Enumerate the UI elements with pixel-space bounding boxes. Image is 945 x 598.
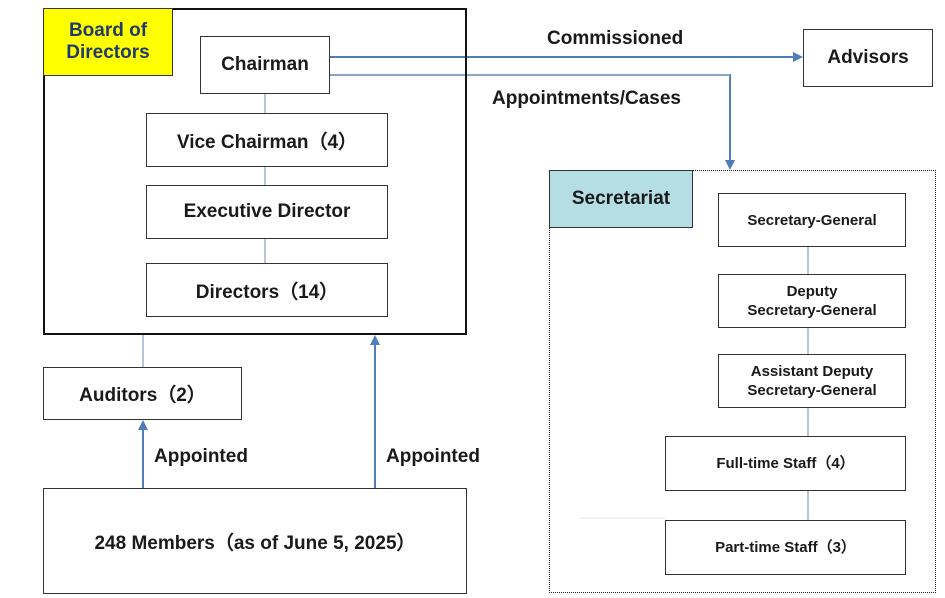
deputy-secretary-general-box: Deputy Secretary-General — [718, 274, 906, 328]
members-box: 248 Members（as of June 5, 2025） — [43, 488, 467, 594]
appointed-board-label: Appointed — [386, 446, 480, 467]
board-of-directors-frame — [43, 8, 467, 335]
advisors-box: Advisors — [803, 29, 933, 87]
chairman-box: Chairman — [200, 36, 330, 94]
executive-director-box: Executive Director — [146, 185, 388, 239]
part-time-staff-box: Part-time Staff（3） — [665, 520, 906, 575]
directors-box: Directors（14） — [146, 263, 388, 317]
commissioned-label: Commissioned — [547, 28, 684, 49]
secretary-general-box: Secretary-General — [718, 193, 906, 247]
secretariat-frame — [549, 170, 936, 593]
assistant-deputy-secretary-general-box: Assistant Deputy Secretary-General — [718, 354, 906, 408]
secretariat-label: Secretariat — [549, 170, 693, 228]
board-of-directors-label: Board of Directors — [43, 8, 173, 76]
appointments-cases-label: Appointments/Cases — [492, 88, 681, 109]
vice-chairman-box: Vice Chairman（4） — [146, 113, 388, 167]
appointed-auditors-label: Appointed — [154, 446, 248, 467]
full-time-staff-box: Full-time Staff（4） — [665, 436, 906, 491]
auditors-box: Auditors（2） — [43, 367, 242, 420]
